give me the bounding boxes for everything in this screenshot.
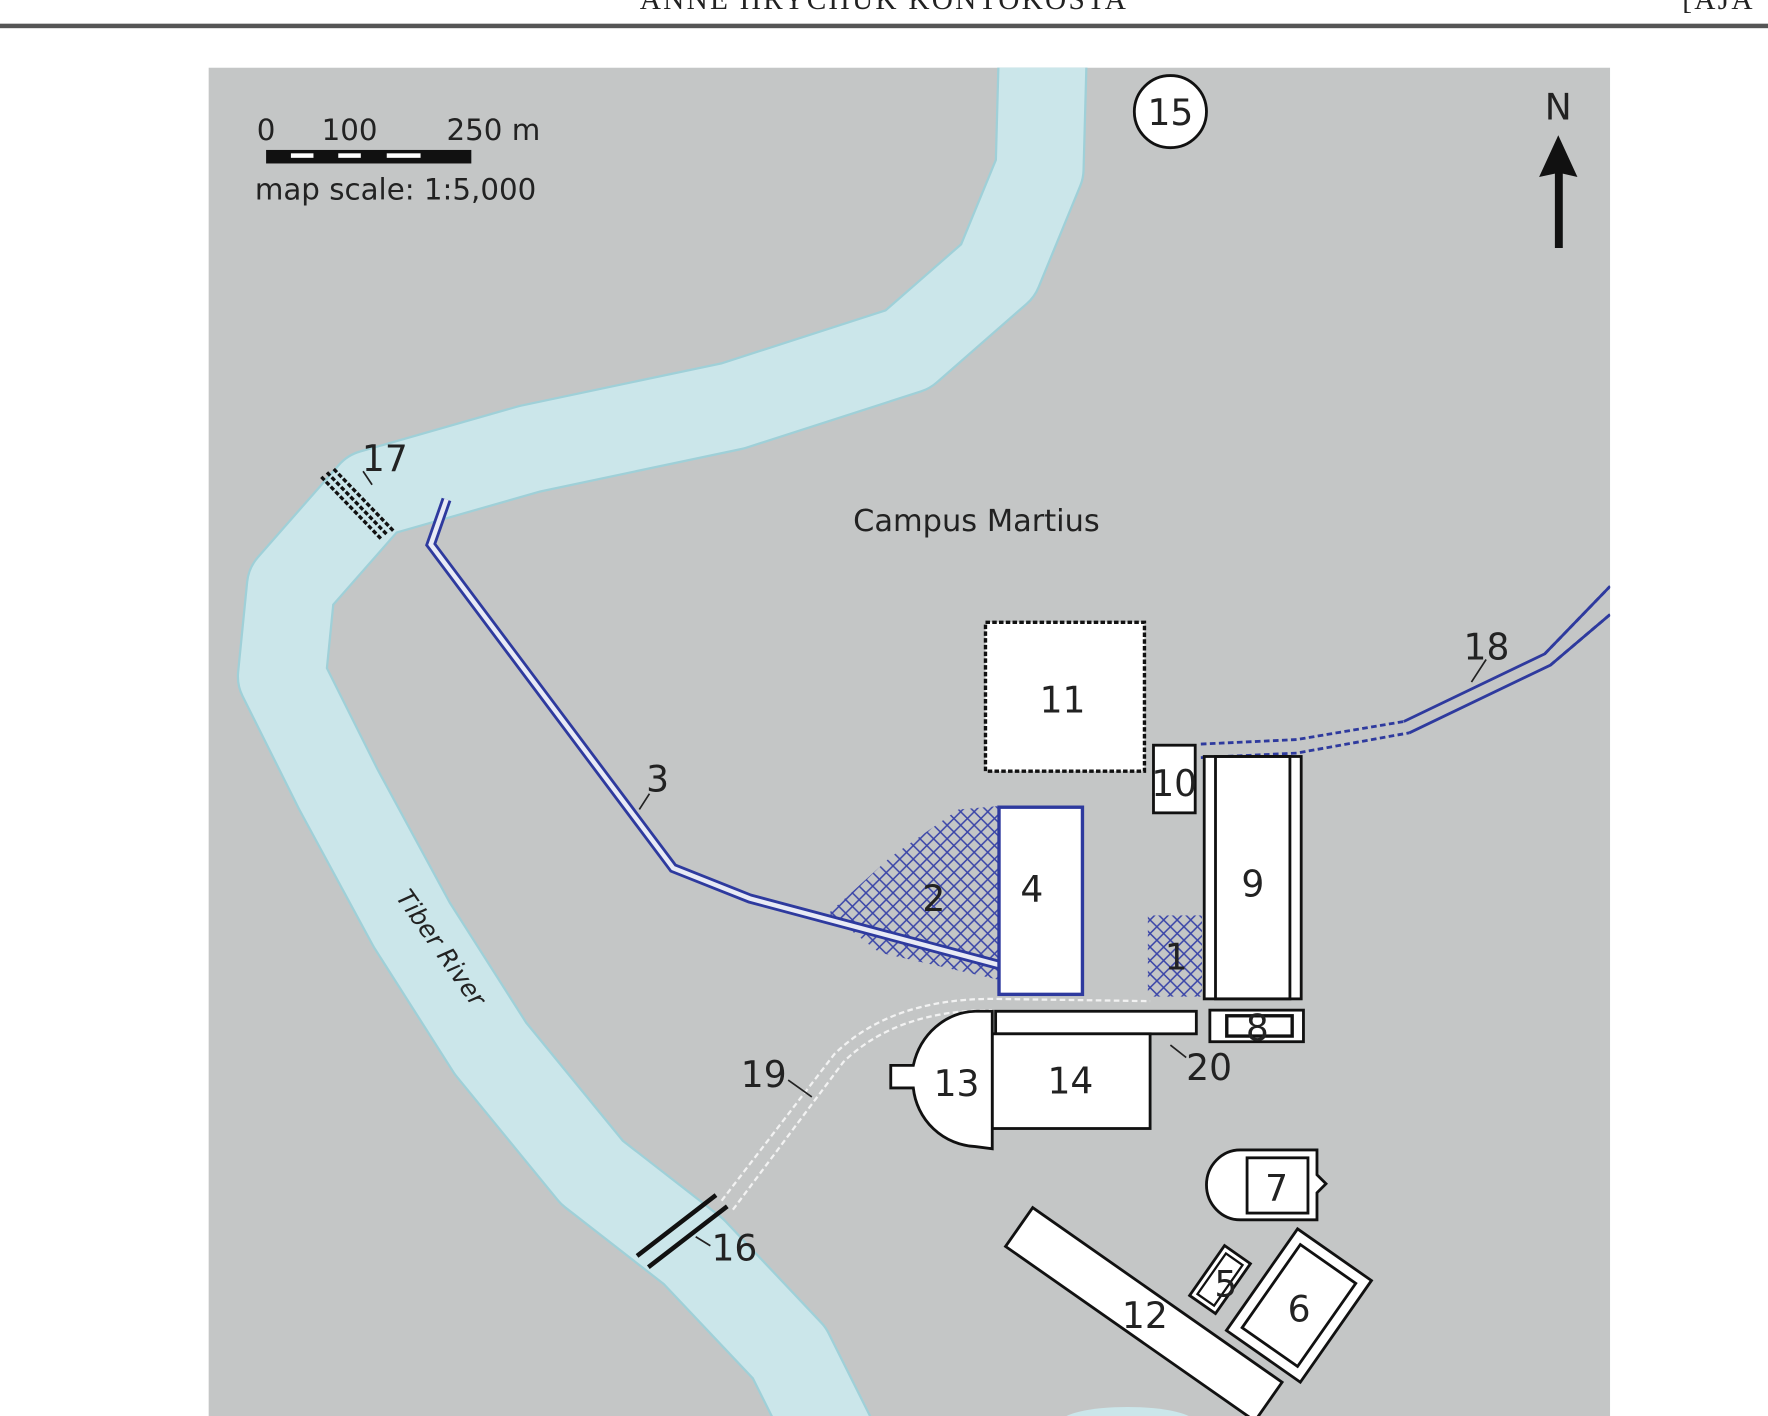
building-8-inner [1225,1014,1294,1038]
scale-bar: 0 100 250 m map scale: 1:5,000 [255,113,540,207]
north-arrow-icon [1539,135,1578,249]
north-label: N [1545,87,1572,129]
label-20: 20 [1186,1047,1232,1089]
north-arrow: N [1539,87,1578,249]
building-12[interactable] [1003,1205,1285,1416]
road-19 [720,997,1151,1211]
label-19: 19 [741,1054,787,1096]
building-7[interactable] [1205,1148,1328,1222]
building-10[interactable] [1152,743,1197,815]
label-7: 7 [1265,1168,1288,1210]
building-4[interactable] [997,805,1085,997]
running-header-author: ANNE HRYCHUK KONTOKOSTA [640,0,1128,16]
building-6-inner [1240,1242,1358,1369]
scale-tick-100: 100 [322,113,378,147]
hatched-area-2 [828,806,1004,981]
building-5[interactable] [1187,1243,1253,1316]
building-5-inner [1195,1251,1245,1308]
building-7-inner [1245,1156,1310,1215]
hatched-area-1 [1147,915,1202,997]
building-9-inner [1214,755,1292,1001]
scale-text: map scale: 1:5,000 [255,173,536,207]
label-3: 3 [646,758,669,800]
tiber-river [239,67,1086,1416]
label-12: 12 [1122,1295,1168,1337]
label-18: 18 [1464,627,1510,669]
label-1: 1 [1165,937,1188,979]
label-8: 8 [1246,1008,1269,1050]
label-17: 17 [362,438,408,480]
river-segment-bottom [1066,1406,1189,1416]
land-background [208,67,1611,1416]
scale-tick-250: 250 m [447,113,541,147]
building-20[interactable] [994,1009,1198,1036]
label-14: 14 [1047,1061,1093,1103]
label-11: 11 [1040,680,1086,722]
channel-3-inner [428,498,1005,969]
label-2: 2 [922,878,945,920]
label-4: 4 [1020,869,1043,911]
building-6[interactable] [1224,1226,1374,1385]
leader-lines [362,470,1487,1247]
label-6: 6 [1288,1288,1311,1330]
scale-tick-0: 0 [257,113,276,147]
building-13[interactable] [889,1009,994,1151]
label-9: 9 [1241,863,1264,905]
bridge-16 [635,1193,729,1269]
bridge-17 [320,467,395,541]
label-10: 10 [1151,763,1197,805]
place-label-campus-martius: Campus Martius [853,504,1100,539]
running-header-journal: [AJA [1682,0,1755,16]
label-15: 15 [1147,92,1193,134]
marker-15[interactable] [1132,74,1208,150]
label-16: 16 [711,1227,757,1269]
header-rule [0,23,1768,29]
building-11[interactable] [983,620,1147,773]
label-13: 13 [934,1063,980,1105]
label-5: 5 [1214,1263,1237,1305]
